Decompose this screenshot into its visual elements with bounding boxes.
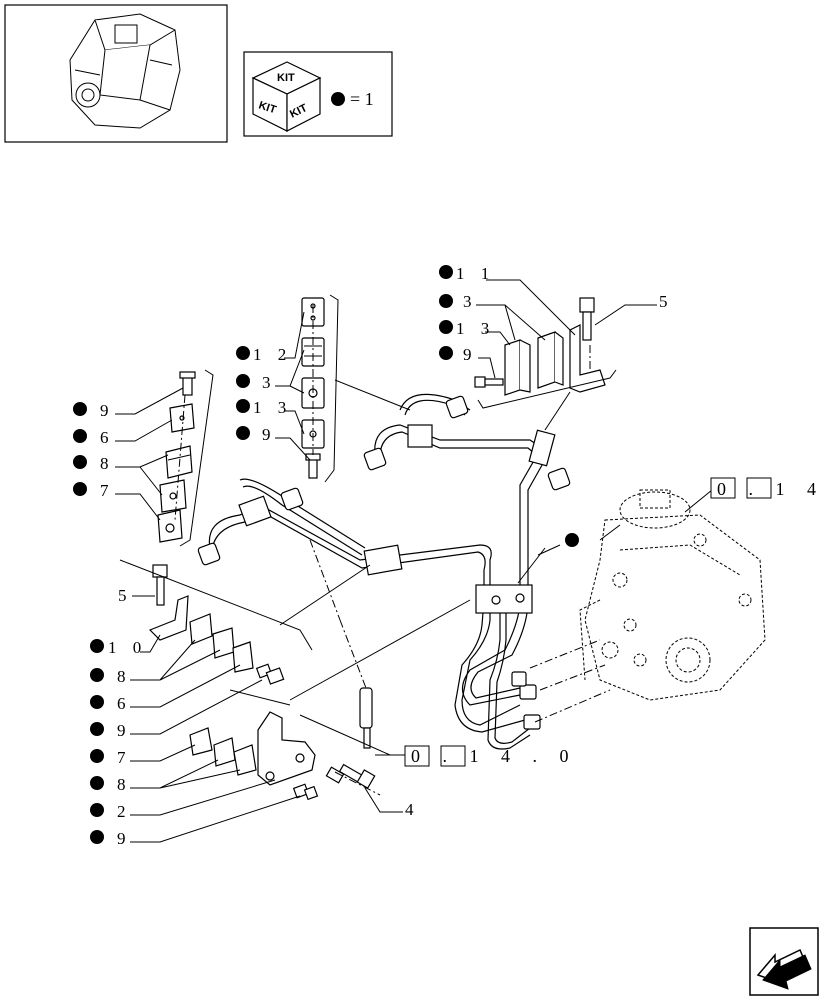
svg-text:1 2: 1 2 — [253, 345, 292, 364]
callout-8-lower[interactable]: 8 — [90, 759, 241, 794]
svg-text:7: 7 — [117, 748, 132, 767]
callout-9-top-center[interactable]: 9 — [236, 425, 311, 461]
svg-text:1 0: 1 0 — [108, 638, 147, 657]
bracket-group-lower-left — [119, 559, 313, 706]
callout-5-top-right[interactable]: 5 — [594, 292, 674, 326]
svg-text:7: 7 — [100, 481, 115, 500]
callout-13-top-right[interactable]: 1 3 — [439, 319, 511, 346]
callout-9-lower[interactable]: 9 — [90, 795, 301, 848]
svg-text:3: 3 — [262, 373, 277, 392]
injection-pump — [579, 489, 766, 701]
injector-reference[interactable]: 0 . 1 4 . 0 — [375, 745, 578, 767]
arrow-back-icon — [756, 948, 812, 990]
svg-text:6: 6 — [100, 428, 115, 447]
svg-text:8: 8 — [117, 775, 132, 794]
callout-3-top-right[interactable]: 3 — [439, 292, 546, 341]
callout-2[interactable]: 2 — [90, 779, 276, 821]
callout-3-top-center[interactable]: 3 — [236, 349, 305, 394]
callout-4[interactable]: 4 — [364, 787, 420, 819]
clamp-group-top-right — [474, 297, 617, 409]
clamp-group-left — [157, 369, 214, 547]
kit-legend: KIT KIT KIT = 1 — [243, 51, 393, 137]
svg-text:4: 4 — [405, 800, 420, 819]
callout-9-left[interactable]: 9 — [73, 387, 184, 420]
svg-text:8: 8 — [117, 667, 132, 686]
callout-8-left[interactable]: 8 — [73, 454, 169, 496]
kit-label-top: KIT — [277, 72, 295, 84]
pump-reference[interactable]: 0 . 1 4 . 0 — [710, 477, 824, 499]
kit-cube-icon: KIT KIT KIT — [251, 61, 322, 132]
engine-icon — [69, 13, 181, 129]
svg-text:9: 9 — [262, 425, 277, 444]
callout-12[interactable]: 1 2 — [236, 311, 305, 364]
kit-legend-text: = 1 — [350, 89, 374, 109]
svg-text:9: 9 — [117, 829, 132, 848]
svg-text:6: 6 — [117, 694, 132, 713]
svg-text:8: 8 — [100, 454, 115, 473]
pipe-nuts — [197, 395, 571, 730]
injector — [309, 539, 373, 749]
pump-outlet-lines — [529, 639, 611, 723]
callout-9-lower-left[interactable]: 9 — [90, 679, 263, 740]
callout-9-top-right[interactable]: 9 — [439, 345, 496, 379]
svg-text:3: 3 — [463, 292, 478, 311]
callout-11[interactable]: 1 1 — [439, 264, 576, 336]
callout-8-lower-left[interactable]: 8 — [90, 639, 221, 686]
svg-text:1 3: 1 3 — [456, 319, 495, 338]
pump-reference-text: 0 . 1 4 . 0 — [717, 479, 824, 499]
callout-7-lower[interactable]: 7 — [90, 744, 196, 767]
callout-10[interactable]: 1 0 — [90, 634, 161, 657]
svg-text:5: 5 — [659, 292, 674, 311]
callout-6-lower-left[interactable]: 6 — [90, 664, 241, 713]
leader-lines — [279, 379, 713, 626]
prev-page-arrow-button[interactable] — [749, 927, 819, 996]
engine-thumbnail[interactable] — [4, 4, 228, 143]
callout-7-left[interactable]: 7 — [73, 481, 161, 521]
kit-label-left: KIT — [257, 99, 278, 116]
pipe-clamps — [238, 424, 556, 614]
injector-reference-text: 0 . 1 4 . 0 — [411, 746, 578, 766]
callout-6-left[interactable]: 6 — [73, 419, 173, 447]
kit-bullet-icon — [331, 92, 345, 106]
clamp-group-top-center — [301, 294, 339, 483]
svg-text:9: 9 — [117, 721, 132, 740]
svg-text:5: 5 — [118, 586, 133, 605]
callout-5-lower-left[interactable]: 5 — [118, 586, 155, 605]
svg-text:1 3: 1 3 — [253, 398, 292, 417]
svg-text:2: 2 — [117, 802, 132, 821]
svg-text:1 1: 1 1 — [456, 264, 495, 283]
callout-13-top-center[interactable]: 1 3 — [236, 398, 305, 435]
svg-text:9: 9 — [100, 401, 115, 420]
kit-bullet-center — [565, 533, 579, 547]
svg-text:9: 9 — [463, 345, 478, 364]
bracket-group-lower-center — [189, 599, 471, 801]
